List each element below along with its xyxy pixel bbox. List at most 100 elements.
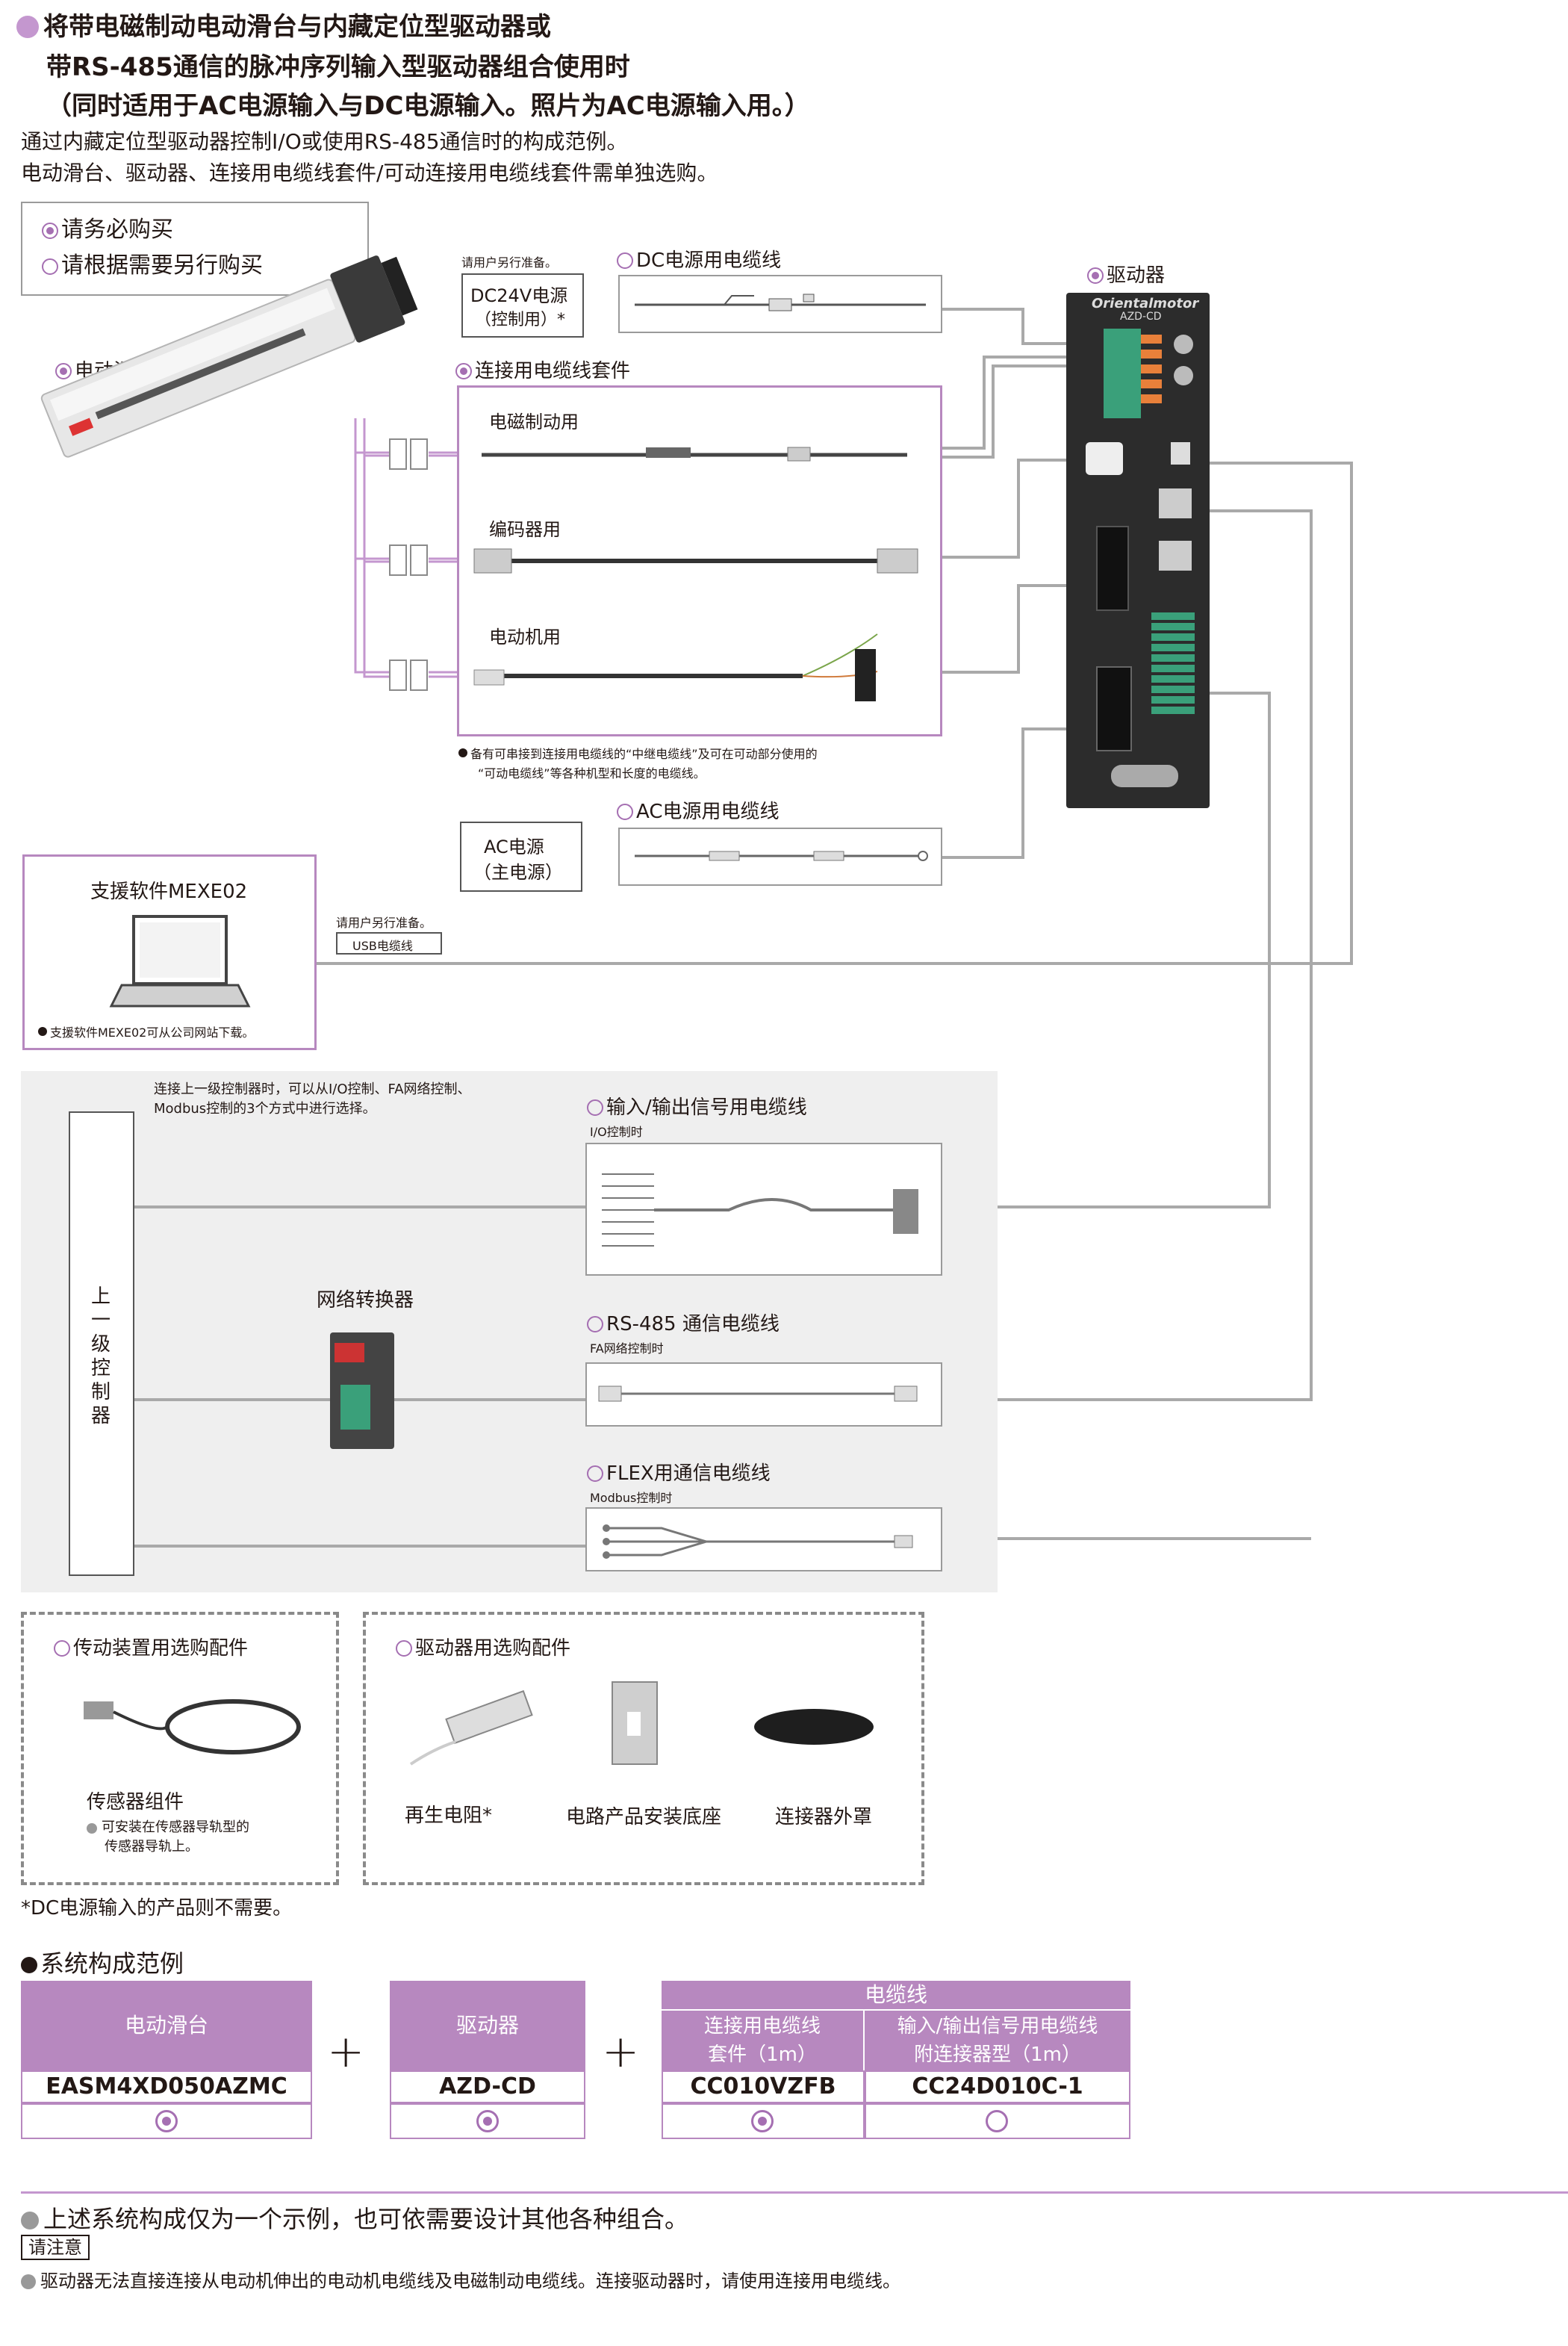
rs485-cable-sub: FA网络控制时: [590, 1341, 664, 1356]
footer-note-2-bullet-icon: [21, 2274, 36, 2289]
ac-power-box: AC电源 （主电源）: [460, 822, 582, 892]
dc24v-power-sub: （控制用）*: [475, 311, 566, 329]
flex-label-text: FLEX用通信电缆线: [606, 1462, 771, 1485]
motor-cable-image: [473, 633, 878, 701]
actuator-accessories-title: 传动装置用选购配件: [54, 1633, 248, 1660]
legend-optional-text: 请根据需要另行购买: [61, 252, 263, 279]
io-cable-sub: I/O控制时: [590, 1125, 643, 1139]
sensor-kit-label: 传感器组件: [87, 1791, 184, 1813]
brake-cable-image: [482, 447, 907, 462]
actuator-accessories-box: 传动装置用选购配件 传感器组件 可安装在传感器导轨型的 传感器导轨上。: [21, 1612, 339, 1885]
cable-kit-label-text: 连接用电缆线套件: [475, 360, 631, 382]
driver-motor-port: [1096, 526, 1129, 611]
software-note-bullet-icon: [38, 1027, 47, 1036]
legend-box: 请务必购买 请根据需要另行购买: [21, 202, 369, 296]
slider-model: EASM4XD050AZMC: [21, 2070, 312, 2103]
kit-head: 连接用电缆线套件（1m）: [662, 2011, 865, 2070]
controller-note-2: Modbus控制的3个方式中进行选择。: [154, 1101, 376, 1117]
plus-icon-1: +: [327, 2026, 365, 2078]
footer-note-1-text: 上述系统构成仅为一个示例，也可依需要设计其他各种组合。: [43, 2205, 689, 2233]
dc24v-power-box: DC24V电源 （控制用）*: [461, 273, 584, 338]
slider-select-cell: [21, 2103, 312, 2139]
dc-input-note: *DC电源输入的产品则不需要。: [21, 1897, 293, 1920]
mounting-plate-image: [612, 1681, 658, 1765]
upper-controller-box: 上一级控制器: [69, 1111, 134, 1576]
kit-note-1: 备有可串接到连接用电缆线的“中继电缆线”及可在可动部分使用的: [458, 744, 818, 762]
dc-cable-label: DC电源用电缆线: [617, 245, 781, 273]
legend-optional: 请根据需要另行购买: [42, 246, 263, 279]
driver-accessories-icon: [396, 1640, 412, 1657]
io-model: CC24D010C-1: [865, 2070, 1130, 2103]
kit-note-bullet-icon: [458, 748, 467, 757]
kit-note-2: “可动电缆线”等各种机型和长度的电缆线。: [478, 766, 706, 781]
driver-terminal-green: [1104, 329, 1141, 418]
driver-rj45-port-1: [1159, 488, 1192, 518]
encoder-cable-label: 编码器用: [489, 519, 561, 540]
driver-model-text: AZD-CD: [1120, 311, 1162, 323]
dc-prepare-note: 请用户另行准备。: [461, 255, 558, 270]
usb-prepare-note: 请用户另行准备。: [336, 916, 432, 930]
rs485-cable-image: [598, 1385, 918, 1402]
driver-encoder-port: [1086, 442, 1123, 475]
kit-required-circle-icon: [751, 2110, 774, 2132]
controller-note-1: 连接上一级控制器时，可以从I/O控制、FA网络控制、: [154, 1082, 471, 1097]
converter-terminal: [340, 1385, 370, 1430]
rs485-cable-box: [585, 1362, 942, 1427]
footer-divider: [21, 2191, 1568, 2194]
ac-power-label: AC电源: [484, 837, 544, 857]
footer-note-2: 驱动器无法直接连接从电动机伸出的电动机电缆线及电磁制动电缆线。连接驱动器时，请使…: [21, 2266, 900, 2292]
cable-kit-required-icon: [455, 363, 472, 379]
footer-note-2-text: 驱动器无法直接连接从电动机伸出的电动机电缆线及电磁制动电缆线。连接驱动器时，请使…: [40, 2271, 900, 2291]
legend-required: 请务必购买: [42, 211, 173, 243]
driver-switch-1: [1174, 335, 1193, 354]
driver-select-cell: [390, 2103, 585, 2139]
cable-kit-label: 连接用电缆线套件: [455, 356, 630, 383]
driver-required-icon: [1087, 267, 1104, 284]
driver-label-text: 驱动器: [1107, 264, 1166, 287]
driver-accessories-box: 驱动器用选购配件 再生电阻* 电路产品安装底座 连接器外罩: [363, 1612, 924, 1885]
sensor-note-bullet-icon: [87, 1823, 97, 1834]
brake-cable-label: 电磁制动用: [489, 412, 579, 432]
driver-model: AZD-CD: [390, 2070, 585, 2103]
regen-resistor-label: 再生电阻*: [405, 1805, 493, 1827]
system-title-bullet-icon: [21, 1957, 37, 1973]
software-note: 支援软件MEXE02可从公司网站下载。: [38, 1023, 254, 1040]
cable-head: 电缆线: [662, 1981, 1130, 2009]
flex-cable-box: [585, 1507, 942, 1571]
title-line-1: 将带电磁制动电动滑台与内藏定位型驱动器或: [16, 10, 551, 43]
driver-io-terminal: [1151, 612, 1195, 717]
io-cable-label: 输入/输出信号用电缆线: [587, 1092, 807, 1120]
io-cable-optional-icon: [587, 1099, 603, 1116]
dc-cable-optional-icon: [617, 252, 633, 269]
title-line-2: 带RS-485通信的脉冲序列输入型驱动器组合使用时: [46, 52, 630, 82]
software-title: 支援软件MEXE02: [90, 881, 248, 903]
motor-cable-label: 电动机用: [489, 627, 561, 648]
cable-kit-images: [473, 447, 918, 701]
kit-head-line-1: 连接用电缆线: [703, 2015, 821, 2038]
driver-head: 驱动器: [390, 1981, 585, 2070]
kit-note-1-text: 备有可串接到连接用电缆线的“中继电缆线”及可在可动部分使用的: [470, 747, 818, 761]
description-2: 电动滑台、驱动器、连接用电缆线套件/可动连接用电缆线套件需单独选购。: [21, 161, 718, 185]
regen-resistor-image: [409, 1689, 533, 1766]
title-bullet-icon: [16, 16, 39, 38]
kit-model: CC010VZFB: [662, 2070, 865, 2103]
io-cable-label-text: 输入/输出信号用电缆线: [606, 1096, 807, 1119]
legend-required-text: 请务必购买: [61, 217, 173, 243]
sensor-note-1-text: 可安装在传感器导轨型的: [102, 1819, 249, 1835]
driver-brand: Orientalmotor: [1092, 296, 1199, 311]
flex-cable-sub: Modbus控制时: [590, 1491, 673, 1505]
driver-terminal-orange: [1141, 335, 1162, 409]
converter-display: [335, 1343, 364, 1362]
slider-head: 电动滑台: [21, 1981, 312, 2070]
io-head-line-1: 输入/输出信号用电缆线: [897, 2015, 1098, 2038]
network-converter-image: [330, 1332, 394, 1449]
usb-cable-label: USB电缆线: [352, 939, 413, 953]
driver-accessories-title-text: 驱动器用选购配件: [415, 1637, 571, 1660]
driver-label: 驱动器: [1087, 260, 1165, 288]
driver-accessories-images: [409, 1681, 874, 1766]
driver-accessories-title: 驱动器用选购配件: [396, 1633, 570, 1660]
driver-image: Orientalmotor AZD-CD: [1066, 293, 1210, 808]
driver-usb-port: [1171, 442, 1190, 465]
